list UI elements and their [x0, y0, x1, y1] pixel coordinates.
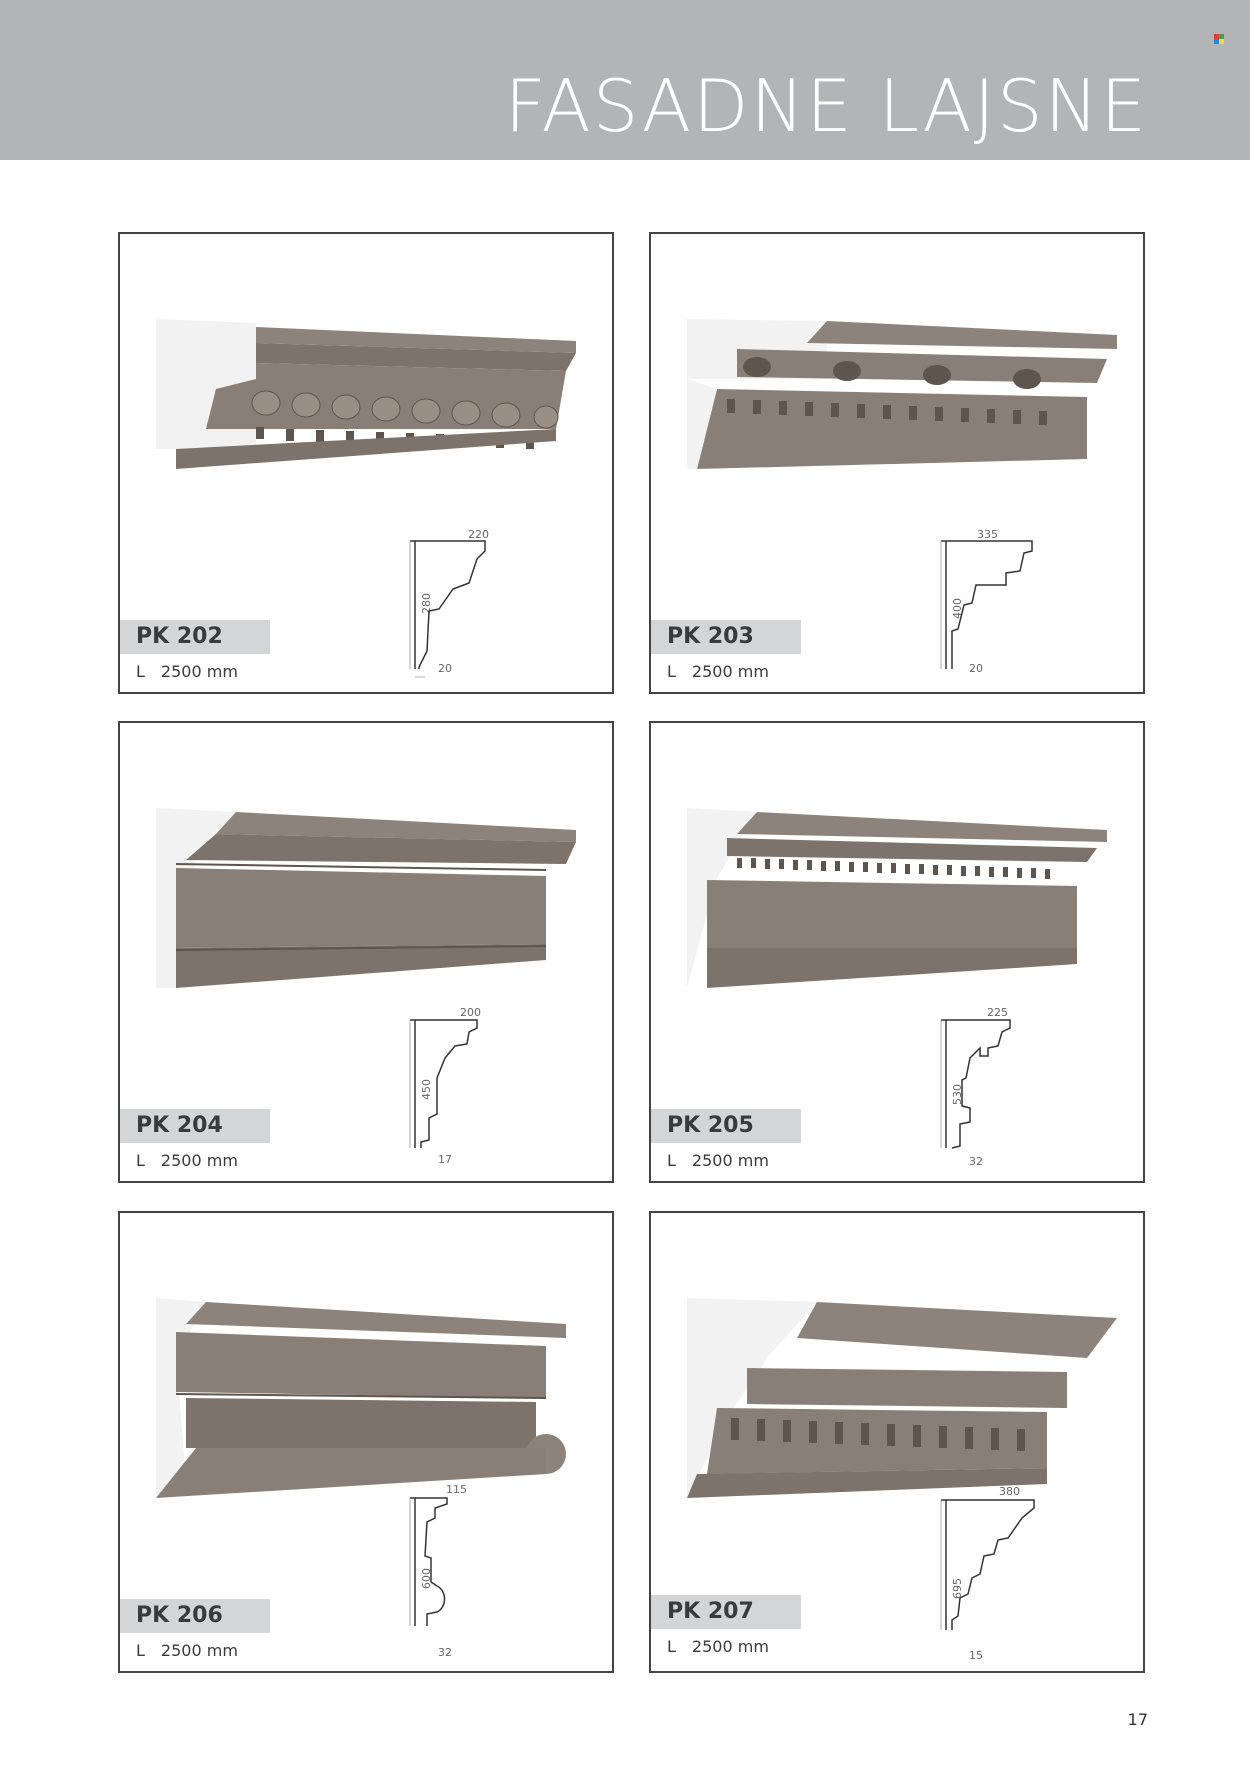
page-header: FASADNE LAJSNE [0, 0, 1250, 160]
dimension-base: 20 [969, 662, 983, 675]
page-number: 17 [1127, 1710, 1148, 1729]
dimension-width: 225 [987, 1006, 1008, 1019]
product-code: PK 203 [651, 620, 801, 654]
dimension-base: 17 [438, 1153, 452, 1166]
dimension-width: 335 [977, 528, 998, 541]
profile-drawing [409, 1019, 478, 1148]
profile-drawing [940, 1499, 1035, 1630]
dimension-width: 115 [446, 1483, 467, 1496]
profile-drawing [409, 540, 486, 678]
dimension-width: 380 [999, 1485, 1020, 1498]
profile-drawing [940, 1019, 1011, 1149]
product-code: PK 202 [120, 620, 270, 654]
color-mark-icon [1214, 34, 1224, 44]
product-code: PK 206 [120, 1599, 270, 1633]
profile-drawing [940, 540, 1033, 669]
dimension-base: 32 [438, 1646, 452, 1659]
molding-photo [156, 1298, 566, 1498]
dimension-width: 220 [468, 528, 489, 541]
molding-photo [156, 808, 576, 988]
dimension-width: 200 [460, 1006, 481, 1019]
product-code: PK 205 [651, 1109, 801, 1143]
molding-photo [687, 808, 1107, 988]
dimension-base: 15 [969, 1649, 983, 1662]
molding-photo [687, 319, 1117, 469]
product-code: PK 204 [120, 1109, 270, 1143]
profile-drawing [409, 1497, 448, 1626]
dimension-base: 32 [969, 1155, 983, 1168]
page-title: FASADNE LAJSNE [504, 64, 1148, 148]
product-code: PK 207 [651, 1595, 801, 1629]
molding-photo [156, 319, 576, 469]
dimension-base: 20 [438, 662, 452, 675]
molding-photo [687, 1298, 1117, 1498]
